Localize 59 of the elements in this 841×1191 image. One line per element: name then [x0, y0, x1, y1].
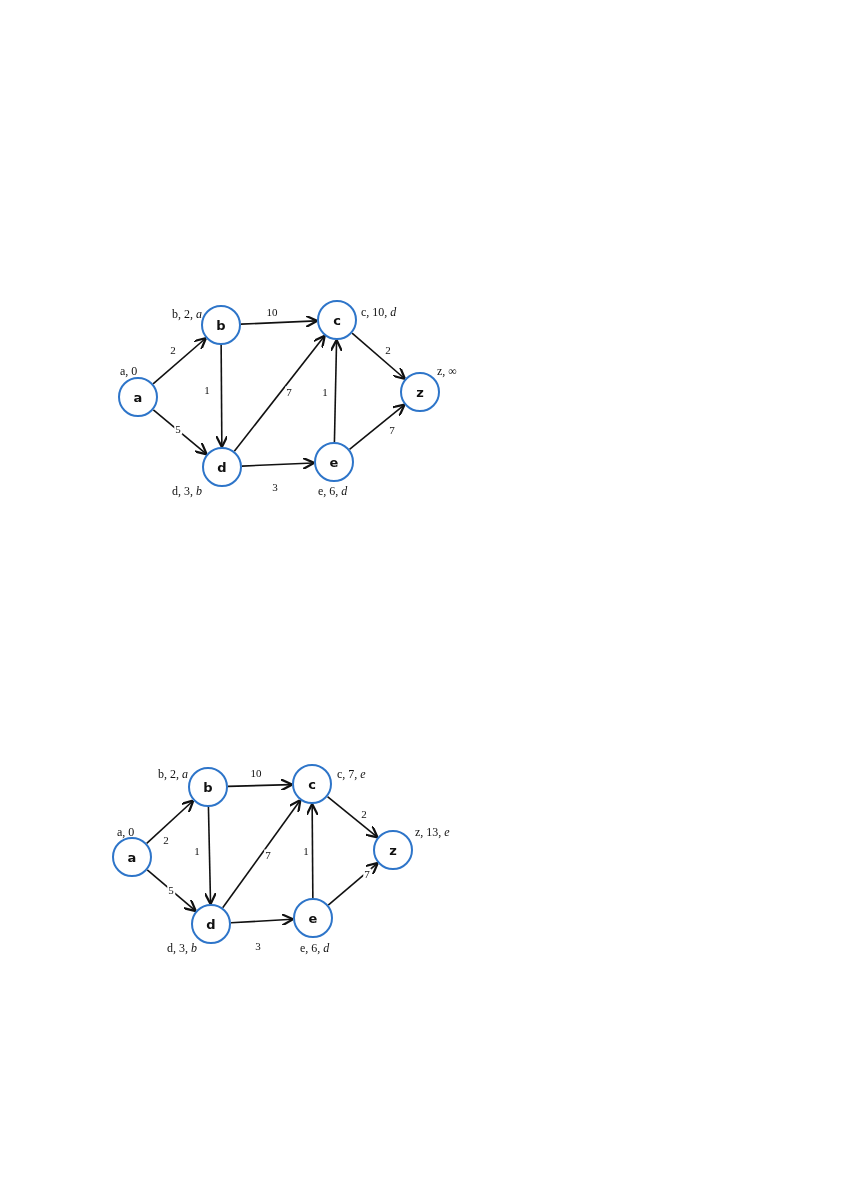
node-label: a, 0 — [117, 826, 135, 838]
arrow — [233, 334, 326, 453]
arrow — [329, 338, 344, 443]
arrow — [230, 913, 295, 927]
node-circle: e — [293, 898, 333, 938]
arrow — [240, 314, 319, 329]
node-circle: z — [373, 830, 413, 870]
edge-label: 3 — [254, 940, 262, 952]
arrow — [305, 802, 319, 899]
node-label: e, 6, d — [300, 942, 330, 954]
edge-label: 2 — [360, 808, 368, 820]
edge-label: 5 — [174, 423, 182, 435]
arrow — [326, 795, 379, 839]
arrow — [145, 799, 195, 845]
node-circle: a — [118, 377, 158, 417]
node-circle: d — [191, 904, 231, 944]
edge-label: 3 — [271, 481, 279, 493]
node-circle: c — [317, 300, 357, 340]
node-label: b, 2, a — [172, 308, 202, 320]
node-circle: c — [292, 764, 332, 804]
arrow — [241, 456, 316, 471]
arrow — [146, 869, 197, 913]
arrow — [348, 403, 406, 451]
arrow — [152, 336, 208, 385]
node-circle: a — [112, 837, 152, 877]
edge-label: 10 — [249, 767, 263, 779]
edge-label: 1 — [203, 384, 211, 396]
node-label: c, 7, e — [337, 768, 366, 780]
node-circle: d — [202, 447, 242, 487]
node-label: d, 3, b — [167, 942, 197, 954]
arrow — [327, 861, 379, 906]
edge-label: 7 — [388, 424, 396, 436]
arrow — [221, 799, 302, 909]
edge-label: 2 — [162, 834, 170, 846]
node-label: e, 6, d — [318, 485, 348, 497]
edge-label: 7 — [285, 386, 293, 398]
edge-label: 1 — [321, 386, 329, 398]
node-label: c, 10, d — [361, 306, 397, 318]
node-label: b, 2, a — [158, 768, 188, 780]
arrow — [227, 778, 294, 792]
edge-label: 5 — [167, 884, 175, 896]
edge-label: 1 — [302, 845, 310, 857]
node-label: d, 3, b — [172, 485, 202, 497]
edge-label: 7 — [264, 849, 272, 861]
arrow — [203, 806, 218, 906]
edge-label: 2 — [169, 344, 177, 356]
edge-label: 2 — [384, 344, 392, 356]
node-circle: e — [314, 442, 354, 482]
arrow — [351, 332, 407, 381]
node-label: z, 13, e — [415, 826, 450, 838]
node-label: a, 0 — [120, 365, 138, 377]
edge-label: 7 — [363, 868, 371, 880]
node-circle: b — [188, 767, 228, 807]
edge-label: 1 — [193, 845, 201, 857]
arrow — [215, 344, 229, 449]
arrow — [152, 409, 208, 456]
node-label: z, ∞ — [437, 365, 457, 377]
edge-label: 10 — [265, 306, 279, 318]
node-circle: b — [201, 305, 241, 345]
